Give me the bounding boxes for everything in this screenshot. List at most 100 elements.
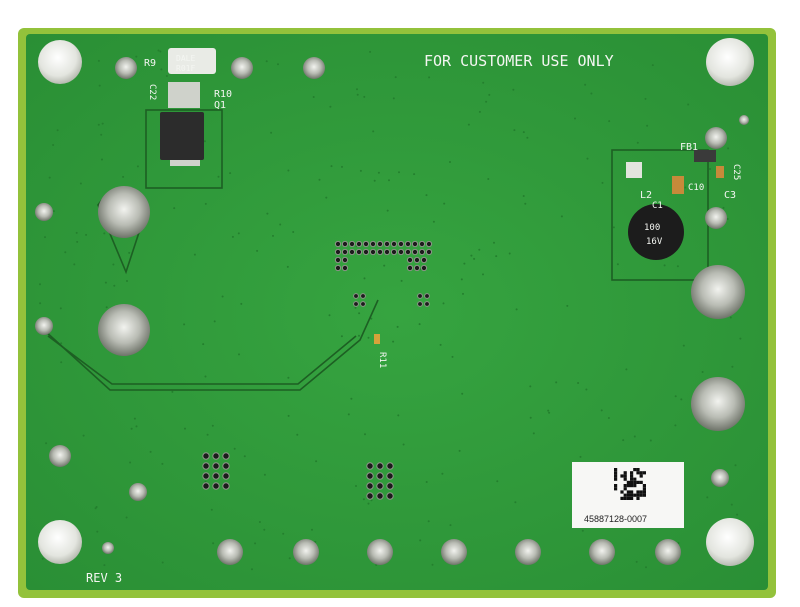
- via-cluster-dot: [212, 462, 220, 470]
- via-dot: [286, 265, 289, 268]
- via-cluster-dot: [366, 462, 374, 470]
- via-cluster-dot: [376, 482, 384, 490]
- via-cluster-dot: [222, 452, 230, 460]
- via-dot: [362, 498, 365, 501]
- qr-cell: [626, 490, 630, 494]
- via-dot: [122, 175, 125, 178]
- via-dot: [601, 181, 604, 184]
- via-dot: [730, 503, 733, 506]
- via-dot: [133, 417, 136, 420]
- via-dot: [438, 61, 441, 64]
- via-dot: [373, 179, 376, 182]
- silk-c1: C1: [652, 201, 663, 211]
- qr-code-icon: [614, 468, 646, 500]
- via-dot: [314, 540, 317, 543]
- via-cluster-dot: [376, 240, 384, 248]
- r11-part: [374, 334, 380, 344]
- small-pad: [515, 539, 541, 565]
- via-cluster-dot: [366, 472, 374, 480]
- silk-c25: C25: [731, 164, 741, 180]
- terminal-pad-left-bottom: [98, 304, 150, 356]
- via-dot: [165, 75, 168, 77]
- via-cluster-dot: [355, 240, 363, 248]
- via-dot: [584, 83, 587, 86]
- via-dot: [388, 179, 390, 182]
- via-dot: [356, 88, 358, 91]
- small-pad: [35, 203, 53, 221]
- via-dot: [633, 435, 636, 438]
- silk-r10: R10: [214, 89, 232, 100]
- via-cluster-dot: [413, 256, 421, 264]
- via-dot: [85, 233, 88, 236]
- via-dot: [48, 176, 51, 179]
- qr-cell: [642, 471, 646, 475]
- via-dot: [329, 105, 332, 108]
- via-dot: [288, 557, 291, 560]
- via-cluster-dot: [212, 452, 220, 460]
- via-dot: [532, 432, 535, 435]
- via-cluster-dot: [202, 472, 210, 480]
- via-dot: [60, 361, 63, 364]
- via-cluster-dot: [383, 248, 391, 256]
- via-dot: [676, 265, 679, 268]
- via-dot: [383, 264, 386, 267]
- via-dot: [428, 76, 431, 79]
- via-dot: [394, 76, 397, 79]
- via-cluster-dot: [417, 293, 423, 299]
- via-dot: [263, 528, 266, 531]
- terminal-pad-right-top: [691, 265, 745, 319]
- via-cluster-dot: [360, 293, 366, 299]
- via-dot: [726, 218, 729, 220]
- via-dot: [315, 460, 318, 463]
- small-pad: [303, 57, 325, 79]
- via-dot: [206, 433, 209, 436]
- qr-cell: [636, 468, 640, 472]
- small-pad: [35, 317, 53, 335]
- via-cluster-dot: [212, 472, 220, 480]
- via-dot: [706, 496, 709, 499]
- via-dot: [386, 209, 389, 212]
- qr-cell: [630, 490, 634, 494]
- via-dot: [254, 542, 257, 545]
- via-dot: [41, 557, 44, 560]
- cap-value: 100: [644, 223, 660, 233]
- qr-cell: [630, 471, 634, 475]
- trace-main-inner: [47, 335, 357, 385]
- silk-c22: C22: [147, 84, 157, 100]
- via-cluster-dot: [334, 256, 342, 264]
- via-cluster-dot: [334, 240, 342, 248]
- via-dot: [100, 133, 103, 136]
- via-dot: [493, 241, 495, 244]
- via-dot: [392, 97, 395, 100]
- via-dot: [171, 390, 174, 393]
- trace-main: [43, 299, 379, 391]
- via-cluster-dot: [334, 248, 342, 256]
- via-dot: [441, 472, 444, 475]
- via-dot: [392, 340, 395, 343]
- via-dot: [402, 443, 405, 446]
- via-cluster-dot: [404, 248, 412, 256]
- via-cluster-dot: [390, 240, 398, 248]
- standoff-bottom-left: [38, 520, 82, 564]
- qr-cell: [633, 477, 637, 481]
- small-pad: [49, 445, 71, 467]
- via-cluster-dot: [420, 256, 428, 264]
- qr-cell: [642, 490, 646, 494]
- via-dot: [341, 165, 343, 168]
- qr-cell: [614, 487, 618, 491]
- via-dot: [330, 165, 333, 168]
- via-dot: [159, 50, 162, 53]
- via-dot: [622, 439, 625, 442]
- via-dot: [59, 307, 62, 310]
- qr-cell: [636, 496, 640, 500]
- via-dot: [96, 530, 99, 533]
- via-cluster-dot: [348, 248, 356, 256]
- via-cluster-dot: [222, 462, 230, 470]
- via-dot: [649, 439, 652, 442]
- via-dot: [513, 129, 516, 132]
- regulator-region: 100 16V FB1 C25 L2 C1 C10 C3: [626, 142, 741, 260]
- via-dot: [581, 529, 584, 532]
- via-cluster-dot: [353, 293, 359, 299]
- q1-lead: [170, 160, 200, 166]
